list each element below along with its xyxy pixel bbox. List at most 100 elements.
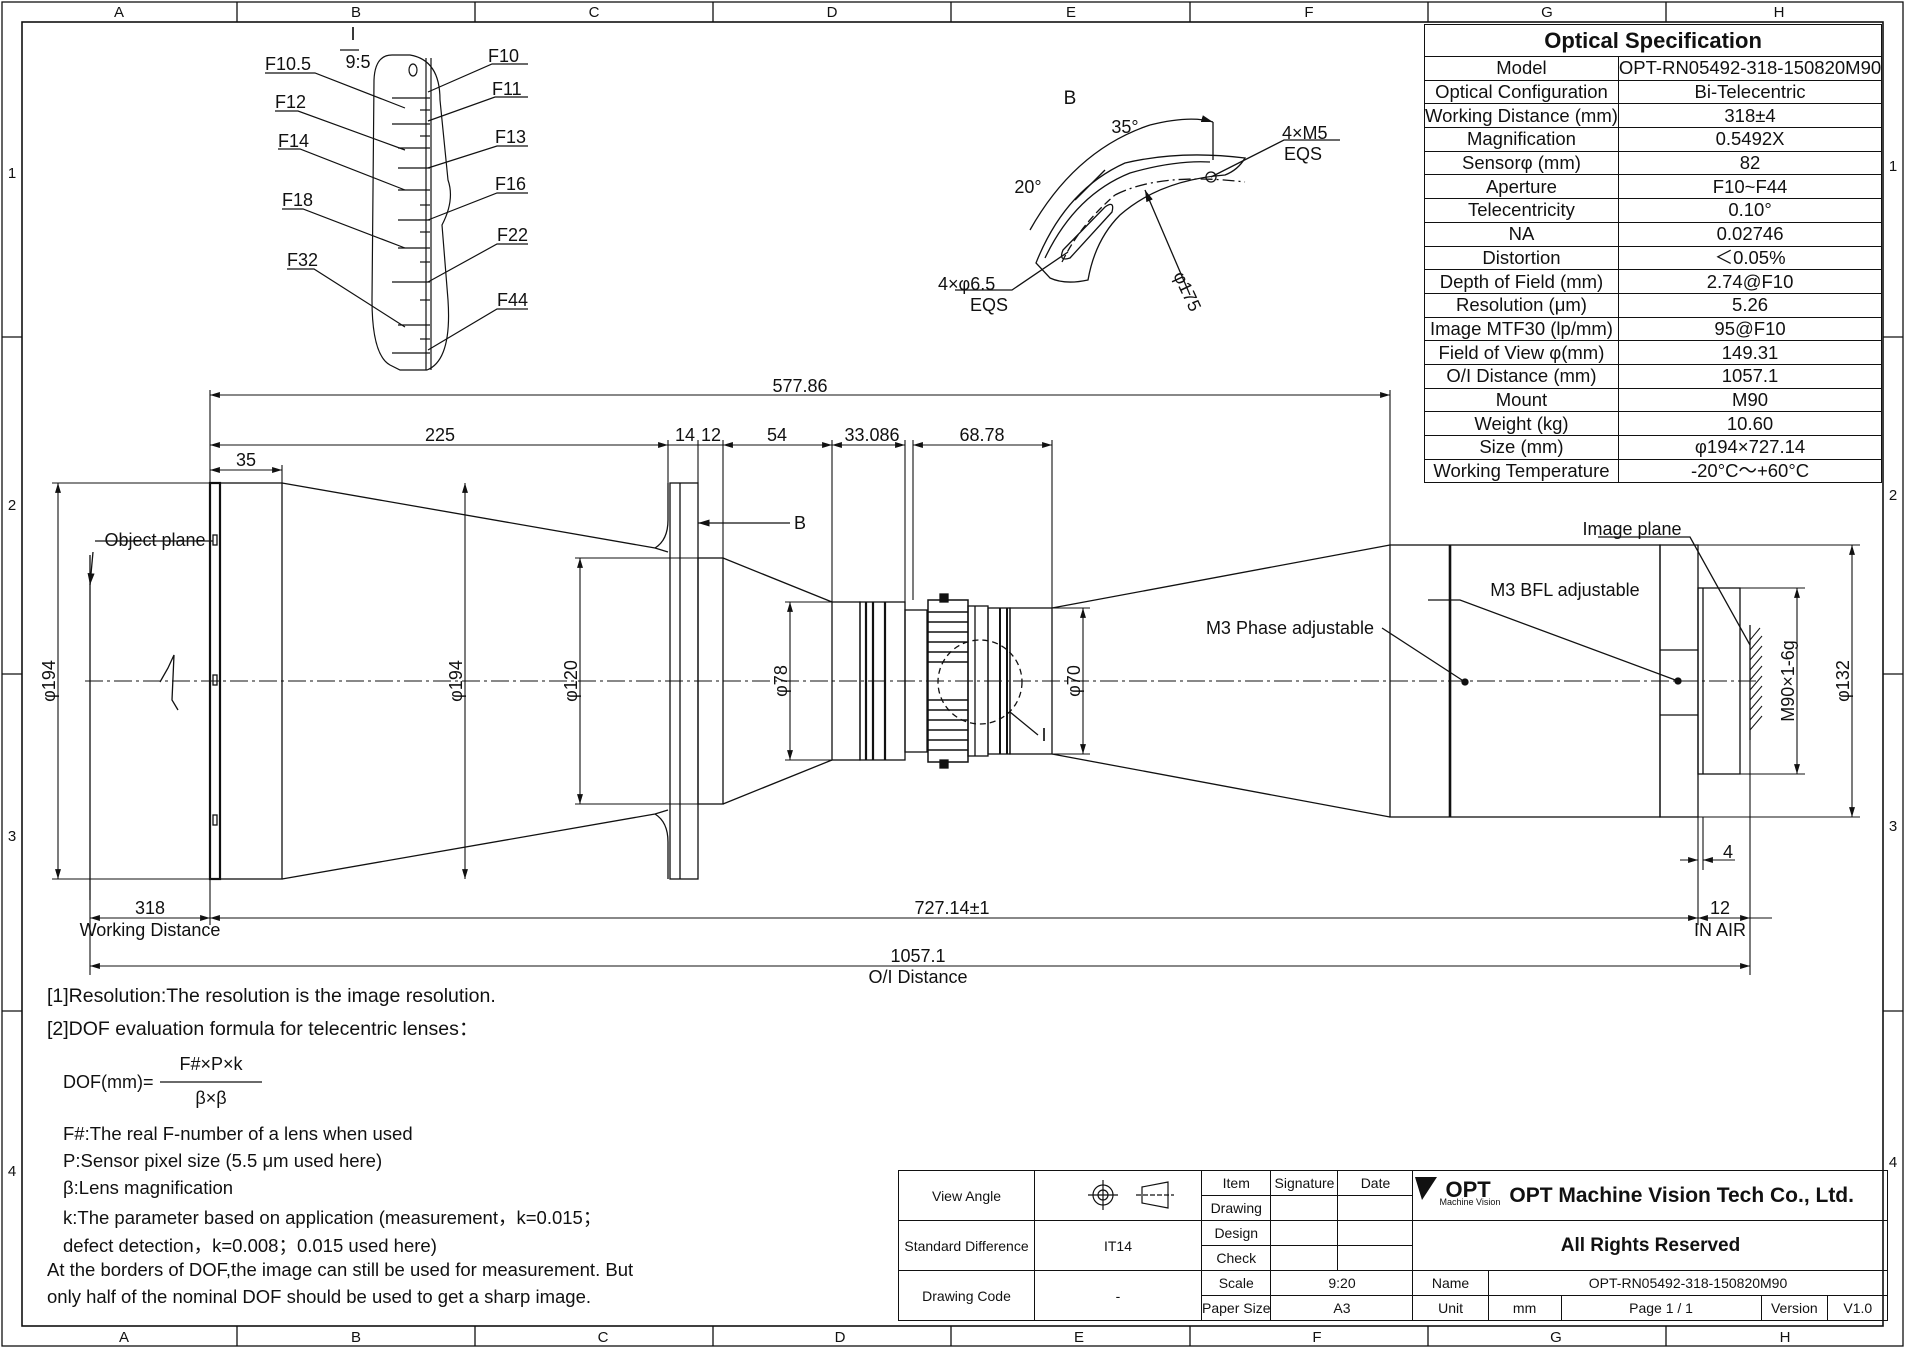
version-label: Version bbox=[1760, 1295, 1829, 1321]
view-angle-label: View Angle bbox=[898, 1170, 1035, 1221]
name-label: Name bbox=[1412, 1270, 1489, 1296]
spec-label: Sensorφ (mm) bbox=[1424, 150, 1619, 176]
spec-row: Size (mm)φ194×727.14 bbox=[1424, 435, 1883, 460]
formula-numerator: F#×P×k bbox=[179, 1054, 243, 1074]
spec-value: 0.10° bbox=[1617, 198, 1883, 223]
company-cell: OPT Machine Vision OPT Machine Vision Te… bbox=[1412, 1170, 1889, 1221]
spec-value: 2.74@F10 bbox=[1617, 269, 1883, 294]
dia-175-label: φ175 bbox=[1169, 268, 1205, 314]
hole-65-label: 4×φ6.5 bbox=[938, 274, 995, 294]
frame-labels: A B C D E F G H A B C D E F G H 1 2 3 4 … bbox=[8, 4, 1897, 1346]
mount-thread: M90×1-6g bbox=[1778, 640, 1798, 722]
f-label: F11 bbox=[492, 79, 522, 99]
col-label: B bbox=[351, 4, 361, 21]
col-label: A bbox=[119, 1329, 129, 1346]
company-name: OPT Machine Vision Tech Co., Ltd. bbox=[1509, 1183, 1854, 1207]
spec-value: M90 bbox=[1617, 387, 1883, 413]
spec-label: Depth of Field (mm) bbox=[1424, 269, 1619, 294]
note-dof-title: [2]DOF evaluation formula for telecentri… bbox=[47, 1018, 479, 1040]
m3-bfl-label: M3 BFL adjustable bbox=[1490, 580, 1639, 600]
scale-header-bottom: 9:5 bbox=[345, 52, 370, 72]
spec-label: Telecentricity bbox=[1424, 198, 1619, 223]
col-label: E bbox=[1066, 4, 1076, 21]
col-label: D bbox=[827, 4, 838, 21]
detail-b-view bbox=[955, 115, 1340, 296]
in-air-label: IN AIR bbox=[1694, 920, 1746, 940]
spec-value: 318±4 bbox=[1617, 103, 1883, 129]
main-view-labels: 577.86 225 35 14 12 54 33.086 68.78 B Ob… bbox=[39, 376, 1853, 987]
col-label: G bbox=[1541, 4, 1553, 21]
f-label: F16 bbox=[495, 174, 526, 194]
dia-132: φ132 bbox=[1833, 660, 1853, 702]
scale-header-top: I bbox=[350, 24, 355, 44]
dimension-lines bbox=[52, 390, 1860, 975]
spec-title: Optical Specification bbox=[1423, 24, 1883, 57]
dim-54: 54 bbox=[767, 425, 787, 445]
object-plane-label: Object plane bbox=[104, 530, 205, 550]
row-label: 3 bbox=[8, 828, 16, 845]
spec-row: O/I Distance (mm)1057.1 bbox=[1424, 363, 1883, 389]
f-label: F10 bbox=[488, 46, 519, 66]
def-k2: defect detection，k=0.008；0.015 used here… bbox=[63, 1235, 437, 1256]
spec-row: Working Distance (mm)318±4 bbox=[1424, 103, 1883, 129]
dia-70: φ70 bbox=[1064, 665, 1084, 697]
spec-value: 95@F10 bbox=[1617, 316, 1883, 342]
col-label: F bbox=[1304, 4, 1313, 21]
spec-row: Depth of Field (mm)2.74@F10 bbox=[1424, 269, 1883, 294]
image-plane-label: Image plane bbox=[1582, 519, 1681, 539]
col-label: C bbox=[598, 1329, 609, 1346]
spec-value: 10.60 bbox=[1617, 411, 1883, 436]
spec-value: ＜0.05% bbox=[1617, 245, 1883, 271]
dim-12: 12 bbox=[701, 425, 721, 445]
spec-value: F10~F44 bbox=[1617, 174, 1883, 200]
scale-value: 9:20 bbox=[1270, 1270, 1414, 1296]
spec-value: 0.02746 bbox=[1617, 221, 1883, 247]
row-label: 4 bbox=[1889, 1154, 1897, 1171]
def-pixel: P:Sensor pixel size (5.5 μm used here) bbox=[63, 1150, 383, 1171]
dim-225: 225 bbox=[425, 425, 455, 445]
spec-value: 149.31 bbox=[1617, 340, 1883, 365]
dim-4: 4 bbox=[1723, 842, 1733, 862]
dim-total: 577.86 bbox=[772, 376, 827, 396]
spec-label: Distortion bbox=[1424, 245, 1619, 271]
logo-text: OPT bbox=[1445, 1176, 1491, 1202]
dim-33086: 33.086 bbox=[844, 425, 899, 445]
rights-label: All Rights Reserved bbox=[1412, 1220, 1889, 1271]
standard-difference-value: IT14 bbox=[1034, 1220, 1202, 1271]
note-tail-2: only half of the nominal DOF should be u… bbox=[47, 1286, 592, 1307]
col-label: A bbox=[114, 4, 124, 21]
spec-label: Aperture bbox=[1424, 174, 1619, 200]
view-angle-symbols bbox=[1034, 1170, 1202, 1221]
spec-value: 5.26 bbox=[1617, 292, 1883, 318]
dia-78: φ78 bbox=[771, 665, 791, 697]
logo-sub: Machine Vision bbox=[1439, 1196, 1501, 1207]
scale-label: Scale bbox=[1200, 1270, 1272, 1296]
dim-6878: 68.78 bbox=[959, 425, 1004, 445]
spec-label: O/I Distance (mm) bbox=[1424, 363, 1619, 389]
spec-row: Weight (kg)10.60 bbox=[1424, 411, 1883, 436]
dia-194-mid: φ194 bbox=[446, 660, 466, 702]
def-magnification: β:Lens magnification bbox=[63, 1177, 234, 1198]
col-label: D bbox=[835, 1329, 846, 1346]
paper-size-label: Paper Size bbox=[1200, 1295, 1272, 1321]
unit-label: Unit bbox=[1412, 1295, 1489, 1321]
f-label: F22 bbox=[497, 225, 528, 245]
f-label: F18 bbox=[282, 190, 313, 210]
aperture-scale-labels: I 9:5 F10.5 F12 F14 F18 F32 F10 F11 F13 … bbox=[265, 24, 528, 310]
dim-35: 35 bbox=[236, 450, 256, 470]
spec-row: Distortion＜0.05% bbox=[1424, 245, 1883, 271]
f-label: F32 bbox=[287, 250, 318, 270]
dim-12-air: 12 bbox=[1710, 898, 1730, 918]
dim-10571: 1057.1 bbox=[890, 946, 945, 966]
spec-label: Model bbox=[1424, 56, 1619, 81]
spec-value: 0.5492X bbox=[1617, 127, 1883, 152]
aperture-scale-detail bbox=[265, 49, 528, 371]
